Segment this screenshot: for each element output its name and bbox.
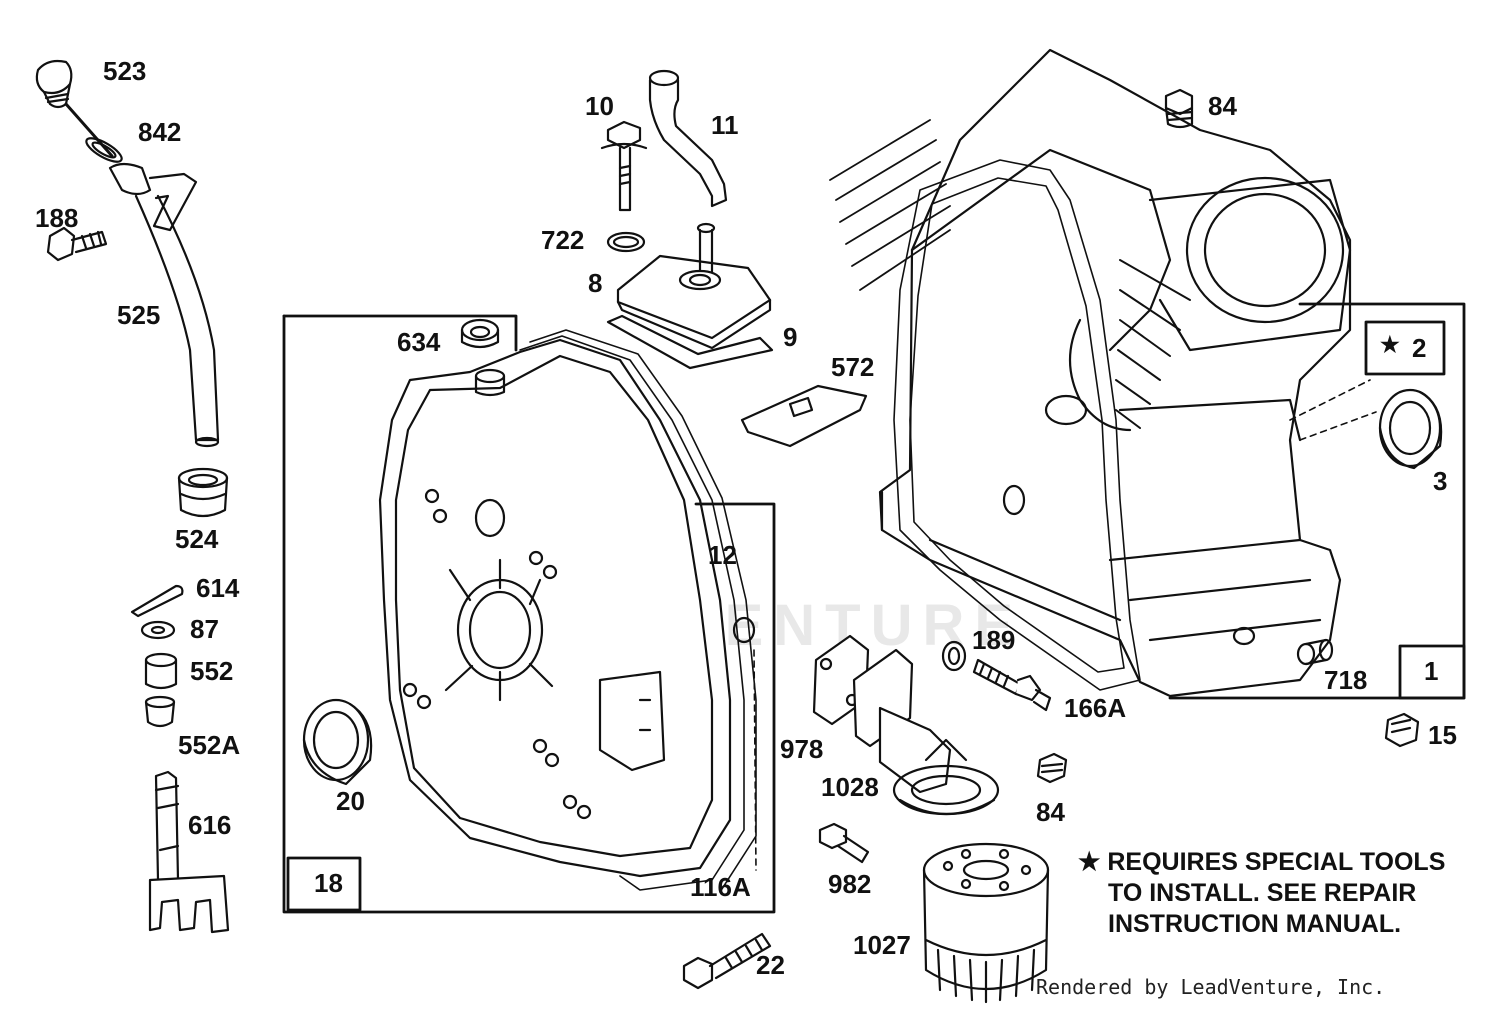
breather-tube-11-icon <box>648 69 728 208</box>
breather-bolt-10-icon <box>600 120 648 212</box>
kit-label-18: 18 <box>314 868 343 898</box>
washer-87-icon <box>140 620 176 640</box>
callout-552a: 552A <box>178 730 241 760</box>
oil-filter-1027-icon <box>922 842 1050 1004</box>
callout-3: 3 <box>1433 466 1448 496</box>
note-line-3: INSTRUCTION MANUAL. <box>1108 910 1402 938</box>
bolt-188-icon <box>46 226 108 262</box>
callout-523: 523 <box>103 56 147 86</box>
kit-label-2: 2 <box>1412 333 1427 363</box>
gasket-9-icon <box>606 314 774 370</box>
callout-11: 11 <box>711 110 739 140</box>
stud-166a-icon <box>972 658 1052 712</box>
plug-15-icon <box>1384 712 1420 748</box>
callout-116a: 116A <box>690 872 751 902</box>
kit-label-1: 1 <box>1424 656 1439 686</box>
special-tools-note: ★ REQUIRES SPECIAL TOOLS TO INSTALL. SEE… <box>1078 847 1445 940</box>
callout-188: 188 <box>35 203 79 233</box>
kit-box-18 <box>282 314 776 914</box>
callout-8: 8 <box>588 268 603 298</box>
callout-722: 722 <box>541 225 585 255</box>
callout-842: 842 <box>138 117 182 147</box>
dipstick-tube-icon <box>108 162 220 448</box>
callout-978: 978 <box>780 734 824 764</box>
callout-524: 524 <box>175 524 219 554</box>
dowel-718-icon <box>1296 638 1334 666</box>
cylinder-block-icon <box>829 48 1352 698</box>
o-ring-722-icon <box>606 231 646 253</box>
callout-572: 572 <box>831 352 875 382</box>
callout-22: 22 <box>756 950 785 980</box>
callout-166a: 166A <box>1064 693 1127 723</box>
callout-1027: 1027 <box>853 930 911 960</box>
breather-cover-8-icon <box>616 222 772 350</box>
plug-84-top-icon <box>1164 88 1194 129</box>
oil-fill-cap-icon <box>35 59 114 158</box>
callout-12: 12 <box>708 540 737 570</box>
callout-614: 614 <box>196 573 240 603</box>
dowel-12-icon <box>732 616 757 871</box>
o-ring-842-icon <box>85 137 123 163</box>
oil-seal-3-icon <box>1289 379 1443 470</box>
sump-cover-icon <box>378 338 732 878</box>
governor-shaft-616-icon <box>148 770 230 934</box>
bolt-982-icon <box>818 822 870 864</box>
guide-572-icon <box>740 384 868 448</box>
callout-634: 634 <box>397 327 441 357</box>
ring-189-icon <box>941 640 967 672</box>
filter-adapter-1028-icon <box>852 648 1000 816</box>
cotter-pin-614-icon <box>130 584 184 618</box>
oil-seal-20-icon <box>302 698 373 786</box>
render-credit: Rendered by LeadVenture, Inc. <box>1036 975 1386 999</box>
callout-9: 9 <box>783 322 798 352</box>
bolt-22-icon <box>682 932 772 990</box>
callout-87: 87 <box>190 614 219 644</box>
gasket-116a-icon <box>519 329 757 893</box>
grommet-524-icon <box>177 467 229 518</box>
note-line-1: ★ REQUIRES SPECIAL TOOLS <box>1078 848 1446 876</box>
callout-718: 718 <box>1324 665 1368 695</box>
callout-982: 982 <box>828 869 872 899</box>
note-line-2: TO INSTALL. SEE REPAIR <box>1108 879 1417 907</box>
callout-10: 10 <box>585 91 614 121</box>
callout-189: 189 <box>972 625 1016 655</box>
callout-20: 20 <box>336 786 365 816</box>
governor-gear-552-icon <box>144 652 178 690</box>
crankcase-gasket-outline-icon <box>893 159 1141 691</box>
spool-552a-icon <box>144 695 176 728</box>
callout-616: 616 <box>188 810 232 840</box>
callout-84-top: 84 <box>1208 91 1237 121</box>
callout-84-bottom: 84 <box>1036 797 1065 827</box>
callout-1028: 1028 <box>821 772 879 802</box>
kit-box-1 <box>1168 302 1466 700</box>
kit-label-2-star: ★ <box>1380 332 1400 357</box>
seal-634-icon <box>460 318 500 349</box>
plug-84-bottom-icon <box>1036 752 1068 784</box>
callout-525: 525 <box>117 300 161 330</box>
callout-552: 552 <box>190 656 234 686</box>
callout-15: 15 <box>1428 720 1457 750</box>
